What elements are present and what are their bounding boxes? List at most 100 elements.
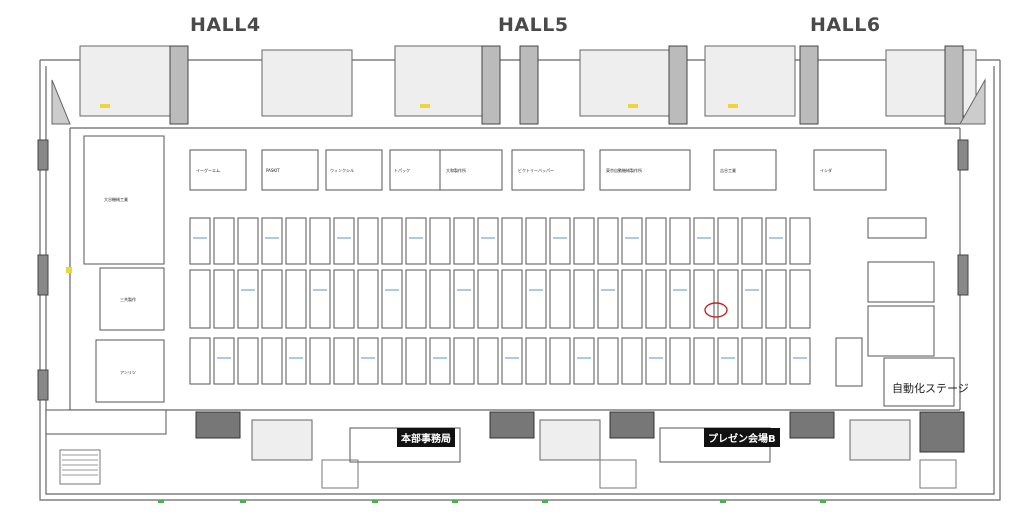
booth <box>405 337 427 385</box>
booth-grid <box>189 217 811 385</box>
booth <box>381 269 403 329</box>
booth <box>237 337 259 385</box>
hall6-title: HALL6 <box>810 14 881 36</box>
booth-tag: 東京自動機械製作所 <box>606 168 642 173</box>
booth <box>597 217 619 265</box>
booth <box>573 269 595 329</box>
booth <box>213 337 235 385</box>
right-booths <box>835 217 955 407</box>
booth <box>621 269 643 329</box>
booth <box>453 269 475 329</box>
top-service-blocks <box>51 45 986 125</box>
booth <box>381 217 403 265</box>
booth <box>765 217 787 265</box>
booth <box>333 217 355 265</box>
booth <box>741 217 763 265</box>
booth <box>549 337 571 385</box>
booth <box>741 337 763 385</box>
booth <box>261 269 283 329</box>
booth <box>573 337 595 385</box>
secretariat-label: 本部事務局 <box>397 428 455 447</box>
booth <box>765 269 787 329</box>
booth <box>645 269 667 329</box>
booth <box>621 337 643 385</box>
booth <box>357 269 379 329</box>
booth <box>789 337 811 385</box>
booth <box>189 337 211 385</box>
booth <box>501 217 523 265</box>
booth <box>405 217 427 265</box>
booth <box>525 217 547 265</box>
booth-tag: 大谷機械工業 <box>104 197 128 202</box>
booth <box>309 217 331 265</box>
booth <box>189 269 211 329</box>
booth <box>189 217 211 265</box>
booth-tag: PASKIT <box>266 168 280 173</box>
booth <box>429 269 451 329</box>
booth <box>789 217 811 265</box>
booth-tag: 三共製作 <box>120 297 136 302</box>
booth <box>381 337 403 385</box>
booth-tag: ウィンクシル <box>330 168 354 173</box>
booth <box>213 269 235 329</box>
booth <box>285 337 307 385</box>
booth <box>741 269 763 329</box>
booth <box>717 217 739 265</box>
booth <box>717 269 739 329</box>
booth <box>717 337 739 385</box>
booth <box>621 217 643 265</box>
side-walls <box>37 139 969 401</box>
bottom-service-area <box>45 409 965 503</box>
booth <box>501 337 523 385</box>
yellow-markers <box>66 104 738 273</box>
booth <box>525 337 547 385</box>
booth <box>597 269 619 329</box>
booth-tag: トパック <box>394 168 410 173</box>
booth <box>765 337 787 385</box>
booth <box>333 337 355 385</box>
booth <box>285 217 307 265</box>
booth-tag: イシダ <box>820 168 832 173</box>
booth <box>309 269 331 329</box>
booth <box>261 337 283 385</box>
booth-tag: 吉谷工業 <box>720 168 736 173</box>
auto-stage-label: 自動化ステージ <box>892 382 969 395</box>
booth <box>261 217 283 265</box>
booth <box>237 217 259 265</box>
booth-tag: イーグーエム <box>196 168 220 173</box>
booth <box>309 337 331 385</box>
booth <box>573 217 595 265</box>
booth <box>669 269 691 329</box>
booth <box>789 269 811 329</box>
booth <box>453 217 475 265</box>
booth <box>645 217 667 265</box>
booth <box>669 337 691 385</box>
booth <box>357 337 379 385</box>
booth <box>669 217 691 265</box>
presentation-label: プレゼン会場B <box>704 428 780 447</box>
booth <box>525 269 547 329</box>
booth-tag: ビクトリーバッパー <box>518 168 554 173</box>
booth <box>549 217 571 265</box>
highlight-circle <box>704 302 728 318</box>
booth <box>453 337 475 385</box>
booth <box>213 217 235 265</box>
booth <box>405 269 427 329</box>
left-large-booths <box>83 135 165 403</box>
hall5-title: HALL5 <box>498 14 569 36</box>
booth <box>285 269 307 329</box>
booth <box>477 217 499 265</box>
booth <box>429 337 451 385</box>
booth <box>693 217 715 265</box>
booth <box>429 217 451 265</box>
booth <box>477 269 499 329</box>
booth-tag: 大和製作所 <box>446 168 466 173</box>
booth <box>645 337 667 385</box>
booth <box>333 269 355 329</box>
booth <box>693 269 715 329</box>
booth <box>501 269 523 329</box>
top-booth-row <box>189 149 887 191</box>
booth <box>477 337 499 385</box>
booth-tag: アンリツ <box>120 370 136 375</box>
